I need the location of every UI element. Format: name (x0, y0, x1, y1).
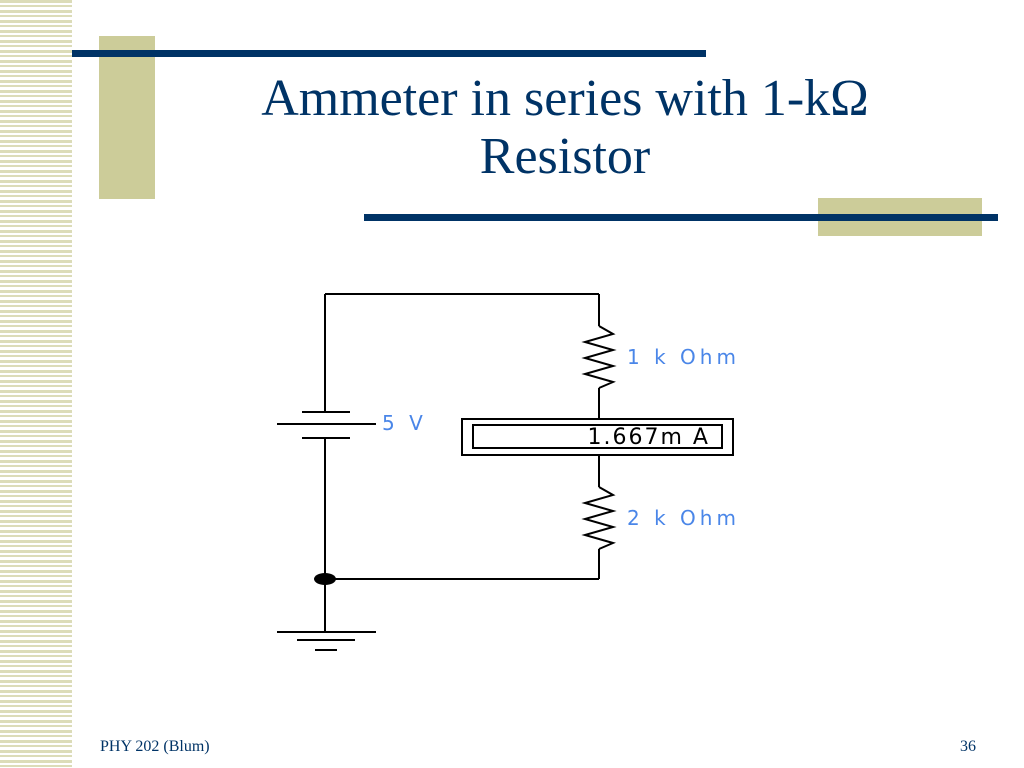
ammeter-reading: 1.667m A (588, 425, 710, 450)
tan-accent-block-top (99, 36, 155, 199)
navy-rule-bottom (364, 214, 998, 221)
resistor-2k-symbol (581, 486, 617, 550)
r2-label: 2 k Ohm (627, 506, 740, 530)
r1-label: 1 k Ohm (627, 345, 740, 369)
ammeter-display (472, 424, 723, 449)
slide-title: Ammeter in series with 1-kΩ Resistor (150, 70, 980, 186)
slide-page-number: 36 (960, 738, 976, 755)
decorative-stripe-band (0, 0, 72, 768)
navy-rule-top (72, 50, 706, 57)
ammeter-outer-box (461, 418, 734, 456)
resistor-1k-symbol (581, 325, 617, 389)
source-voltage-label: 5 V (382, 411, 427, 435)
slide-title-line-2: Resistor (479, 128, 651, 185)
junction-node (314, 573, 336, 585)
slide-title-line-1: Ammeter in series with 1-kΩ (261, 70, 869, 127)
footer-course-label: PHY 202 (Blum) (100, 738, 210, 755)
